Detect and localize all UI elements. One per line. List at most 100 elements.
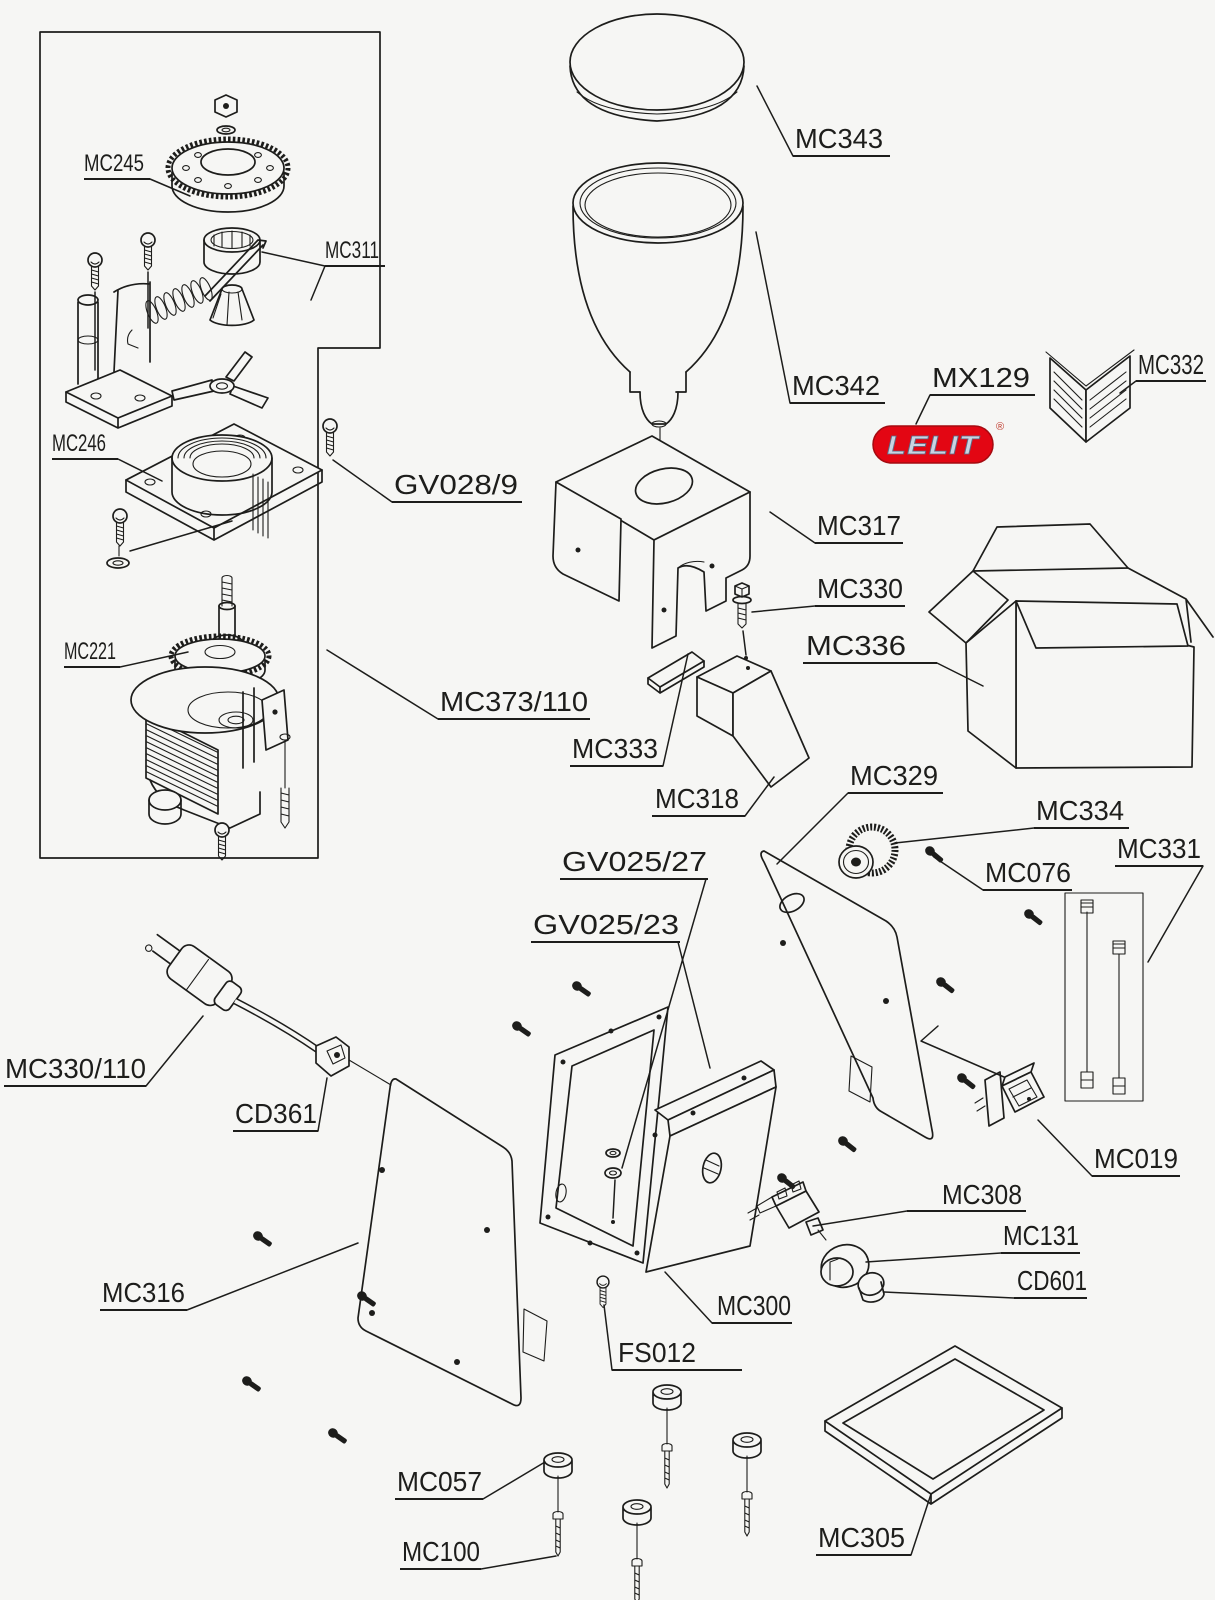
part-label-mc330-110: MC330/110 [5, 1053, 146, 1084]
callout-mc076: MC076 [933, 856, 1072, 891]
callout-mc246: MC246 [52, 430, 163, 482]
instruction-booklet-drawing [1045, 349, 1135, 443]
part-label-mc329: MC329 [850, 760, 938, 791]
callout-mc305: MC305 [816, 1493, 932, 1556]
callout-mc318: MC318 [652, 776, 775, 817]
callout-cd601: CD601 [883, 1265, 1087, 1299]
callout-mc131: MC131 [865, 1220, 1080, 1263]
callout-mc245: MC245 [84, 150, 191, 197]
callout-mc329: MC329 [776, 760, 943, 865]
callout-mc317: MC317 [769, 510, 903, 544]
part-label-mc246: MC246 [52, 430, 106, 457]
rear-bracket-drawing [645, 1060, 777, 1273]
rubber-foot-drawing [622, 1499, 652, 1600]
part-label-gv025-23: GV025/23 [533, 909, 679, 940]
knurled-knob-drawing [838, 823, 899, 879]
part-label-mc336: MC336 [806, 630, 906, 661]
chute-plate-drawing [647, 651, 705, 694]
callout-mc336: MC336 [803, 630, 984, 687]
hopper-lid-drawing [569, 13, 745, 122]
callout-mc342: MC342 [755, 231, 885, 404]
lelit-logo: LELIT ® [872, 421, 1004, 464]
cable-set-box-drawing [1064, 892, 1144, 1102]
worm-gear-bracket-drawing [65, 232, 267, 429]
callout-gv025-23: GV025/23 [531, 909, 711, 1069]
callout-mc343: MC343 [756, 85, 890, 157]
part-label-mc100: MC100 [402, 1536, 480, 1567]
part-label-mc245: MC245 [84, 150, 144, 177]
callout-mc300: MC300 [664, 1271, 792, 1324]
hopper-bracket-drawing [552, 435, 751, 649]
callout-mc330-110: MC330/110 [4, 1015, 204, 1087]
adjustment-ring-gear-drawing [165, 136, 291, 213]
rubber-foot-drawing [732, 1432, 762, 1537]
part-label-mc311: MC311 [325, 237, 379, 264]
motor-drawing [130, 666, 291, 861]
part-label-mc308: MC308 [942, 1179, 1022, 1210]
cord-grommet-drawing [315, 1036, 392, 1086]
callout-gv028-9: GV028/9 [332, 459, 522, 503]
leader-misc [920, 1025, 1005, 1078]
part-label-mc373-110: MC373/110 [440, 686, 588, 717]
hopper-drawing [572, 162, 744, 483]
callout-gv025-27: GV025/27 [560, 846, 708, 1169]
callout-mc057: MC057 [395, 1461, 546, 1500]
callout-fs012: FS012 [603, 1304, 742, 1371]
packaging-box-drawing [928, 523, 1214, 769]
burr-carrier-plate-drawing [106, 418, 338, 569]
power-cord-drawing [144, 933, 320, 1053]
timer-knob-drawing [820, 1243, 870, 1289]
part-label-mc334: MC334 [1036, 795, 1124, 826]
lelit-logo-text: LELIT [887, 430, 980, 460]
rubber-foot-drawing [543, 1452, 573, 1557]
part-label-gv025-27: GV025/27 [562, 846, 707, 877]
part-label-cd601: CD601 [1017, 1265, 1087, 1296]
callout-mc308: MC308 [812, 1179, 1026, 1227]
callout-mc331: MC331 [1115, 833, 1204, 963]
callout-mc221: MC221 [64, 638, 189, 668]
chute-drawing [696, 655, 810, 788]
part-label-mc342: MC342 [792, 370, 880, 401]
part-label-mc331: MC331 [1117, 833, 1201, 864]
part-label-mc076: MC076 [985, 857, 1071, 888]
labels: MC245 MC311 MC246 GV028/9 MC221 MC373/11… [4, 85, 1206, 1570]
part-label-mc300: MC300 [717, 1290, 791, 1321]
rocker-switch-drawing [974, 1062, 1045, 1127]
callout-cd361: CD361 [233, 1077, 328, 1132]
front-frame-drawing [539, 1006, 669, 1264]
part-label-mc131: MC131 [1003, 1220, 1079, 1251]
part-label-mc330: MC330 [817, 573, 903, 604]
burr-nut-drawing [214, 94, 238, 135]
part-label-mc318: MC318 [655, 783, 739, 814]
grinder-head-assembly-box [39, 31, 381, 861]
callout-mc373-110: MC373/110 [326, 649, 590, 720]
part-label-mc332: MC332 [1138, 349, 1204, 380]
callout-mc100: MC100 [400, 1536, 557, 1570]
tray-drawing [824, 1345, 1063, 1505]
part-label-mc343: MC343 [795, 123, 883, 154]
sweeper-drawing [171, 351, 269, 409]
callout-mc332: MC332 [1119, 349, 1206, 394]
part-label-fs012: FS012 [618, 1337, 696, 1368]
part-label-mx129: MX129 [932, 362, 1030, 393]
knob-cap-drawing [857, 1271, 885, 1303]
part-label-mc316: MC316 [102, 1277, 185, 1308]
screw-fs012-drawing [596, 1275, 610, 1309]
callout-mc333: MC333 [570, 653, 689, 767]
part-label-mc305: MC305 [818, 1522, 905, 1553]
part-label-cd361: CD361 [235, 1098, 317, 1129]
callout-mc311: MC311 [261, 237, 385, 301]
part-label-mc317: MC317 [817, 510, 901, 541]
registered-trademark-icon: ® [996, 421, 1004, 433]
callout-mc330: MC330 [751, 573, 905, 613]
part-label-mc221: MC221 [64, 638, 116, 665]
rubber-foot-drawing [652, 1384, 682, 1489]
right-side-panel-drawing [760, 850, 934, 1140]
part-label-mc057: MC057 [397, 1466, 482, 1497]
left-side-panel-drawing [357, 1078, 548, 1407]
part-label-mc333: MC333 [572, 733, 658, 764]
callout-mx129: MX129 [915, 362, 1035, 425]
callout-mc334: MC334 [894, 795, 1129, 844]
part-label-gv028-9: GV028/9 [394, 469, 518, 500]
